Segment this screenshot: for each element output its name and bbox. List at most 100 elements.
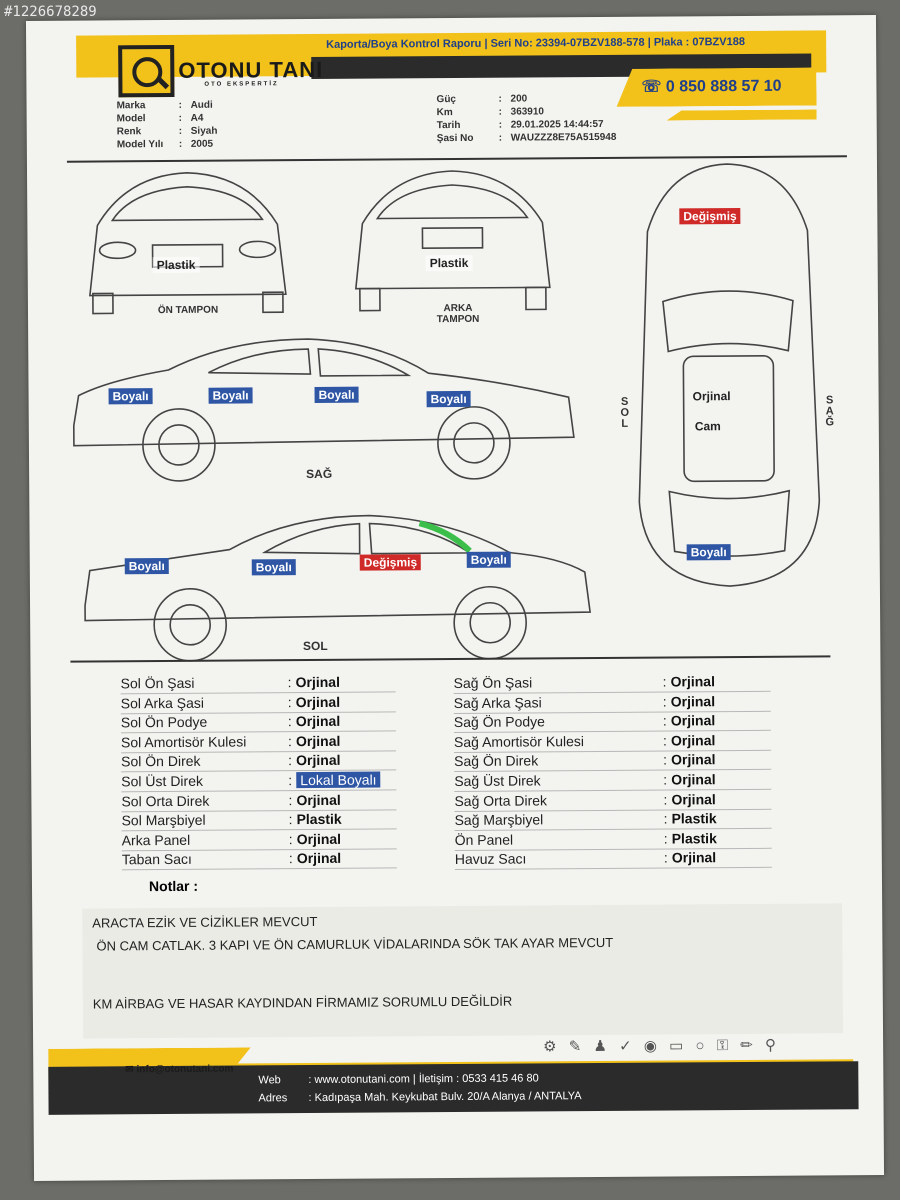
stock-watermark: #1226678289 [4,4,97,20]
spec-key: Tarih [436,119,461,132]
inspection-report-page: Kaporta/Boya Kontrol Raporu | Seri No: 2… [25,15,885,1181]
spec-key: Km [436,107,453,119]
damage-status-value: Orjinal [670,692,716,710]
right-side-caption: SAĞ [306,466,333,482]
damage-part-label: Havuz Sacı [454,850,527,868]
spec-colon: : [498,132,503,144]
right-rear-door-status: Boyalı [314,386,359,403]
damage-part-label: Sağ Üst Direk [454,772,541,790]
vehicle-info-left-row: Model Yılı:2005 [117,139,213,151]
damage-part-label: Sol Arka Şasi [120,694,205,711]
hood-status: Değişmiş [679,207,741,225]
damage-colon: : [663,771,668,788]
damage-colon: : [288,830,293,847]
notes-title: Notlar : [148,877,199,895]
damage-part-label: Sol Ön Direk [121,753,201,770]
top-view-sol-caption: SOL [620,395,630,430]
damage-part-label: Sol Orta Direk [121,792,210,809]
damage-status-value: Plastik [671,810,717,827]
damage-status-value: Orjinal [296,850,342,867]
brand-subtitle: OTO EKSPERTİZ [204,81,279,88]
right-front-door-status: Boyalı [208,387,253,404]
damage-part-label: Arka Panel [121,831,191,849]
car-diagram [72,163,821,662]
damage-part-label: Taban Sacı [121,851,192,868]
left-side-car-icon [84,514,592,662]
footer-email[interactable]: ✉ info@otonutani.com [125,1064,233,1076]
damage-status-value: Plastik [671,829,717,847]
damage-part-label: Sağ Ön Podye [453,713,545,731]
front-view-car-icon [88,172,287,315]
phone-under-stripe [667,109,817,120]
vehicle-info-right-row: Tarih:29.01.2025 14:44:57 [437,119,604,131]
damage-part-label: Sağ Orta Direk [454,791,548,809]
service-icons-row: ⚙ ✎ ♟ ✓ ◉ ▭ ○ ⚿ ✏ ⚲ [543,1036,781,1056]
left-rear-fender-status: Boyalı [124,557,169,575]
damage-status-value: Orjinal [670,731,716,749]
magnifier-car-logo-icon [118,44,175,98]
vehicle-info-left-row: Renk:Siyah [117,126,218,138]
damage-status-value: Orjinal [296,791,341,808]
spec-value: 200 [510,93,528,105]
spec-key: Renk [116,126,142,138]
phone-number[interactable]: ☏ 0 850 888 57 10 [641,76,781,97]
spec-key: Güç [436,93,457,106]
spec-colon: : [178,99,182,111]
left-front-door-status: Değişmiş [359,554,422,571]
spec-key: Model [116,113,146,125]
damage-colon: : [663,849,668,866]
spec-key: Model Yılı [116,139,164,151]
spec-value: 29.01.2025 14:44:57 [510,118,604,131]
damage-part-label: Sağ Amortisör Kulesi [453,732,585,750]
damage-colon: : [288,811,293,828]
damage-colon: : [662,712,667,729]
damage-status-value: Orjinal [295,732,341,749]
damage-part-label: Sağ Ön Direk [454,752,539,770]
damage-colon: : [287,713,292,730]
note-line-1: ARACTA EZİK VE CİZİKLER MEVCUT [92,913,318,931]
damage-colon: : [287,693,292,710]
damage-colon: : [288,772,293,789]
top-view-sag-caption: SAĞ [825,394,835,429]
spec-value: A4 [190,112,204,124]
spec-colon: : [498,93,502,105]
footer-web-row: Web: www.otonutani.com | İletişim : 0533… [258,1072,538,1086]
damage-status-value: Orjinal [296,752,341,769]
trunk-status: Boyalı [686,544,731,561]
damage-status-value: Orjinal [671,771,716,788]
damage-status-value: Orjinal [671,790,716,808]
damage-status-value: Orjinal [670,673,716,690]
damage-row-divider [454,867,772,871]
envelope-icon: ✉ [125,1064,137,1076]
spec-value: WAUZZZ8E75A515948 [510,131,617,144]
damage-colon: : [288,850,293,867]
phone-text: 0 850 888 57 10 [665,77,782,96]
damage-part-label: Sağ Marşbiyel [454,811,544,829]
damage-status-value: Orjinal [295,693,341,710]
damage-part-label: Sağ Ön Şasi [453,674,533,692]
vehicle-info-right-row: Şasi No:WAUZZZ8E75A515948 [437,132,617,144]
damage-part-label: Sağ Arka Şasi [453,693,542,711]
footer-address-label: Adres [258,1092,288,1105]
spec-value: Audi [190,99,213,111]
damage-status-value: Orjinal [671,849,717,866]
damage-status-value: Plastik [296,810,342,828]
front-bumper-status: Plastik [152,256,200,274]
damage-colon: : [662,673,667,690]
damage-colon: : [287,732,292,749]
damage-status-value: Orjinal [295,712,341,730]
vehicle-info-right-row: Km:363910 [437,106,544,118]
rear-bumper-status: Plastik [425,254,473,272]
damage-status-value: Orjinal [670,712,716,729]
damage-part-label: Sol Marşbiyel [121,811,206,829]
damage-colon: : [663,751,668,768]
damage-colon: : [663,791,668,808]
footer-web-text[interactable]: : www.otonutani.com | İletişim : 0533 41… [308,1072,539,1087]
spec-value: 2005 [190,138,214,150]
left-side-caption: SOL [302,638,328,654]
damage-row-divider [121,867,397,871]
